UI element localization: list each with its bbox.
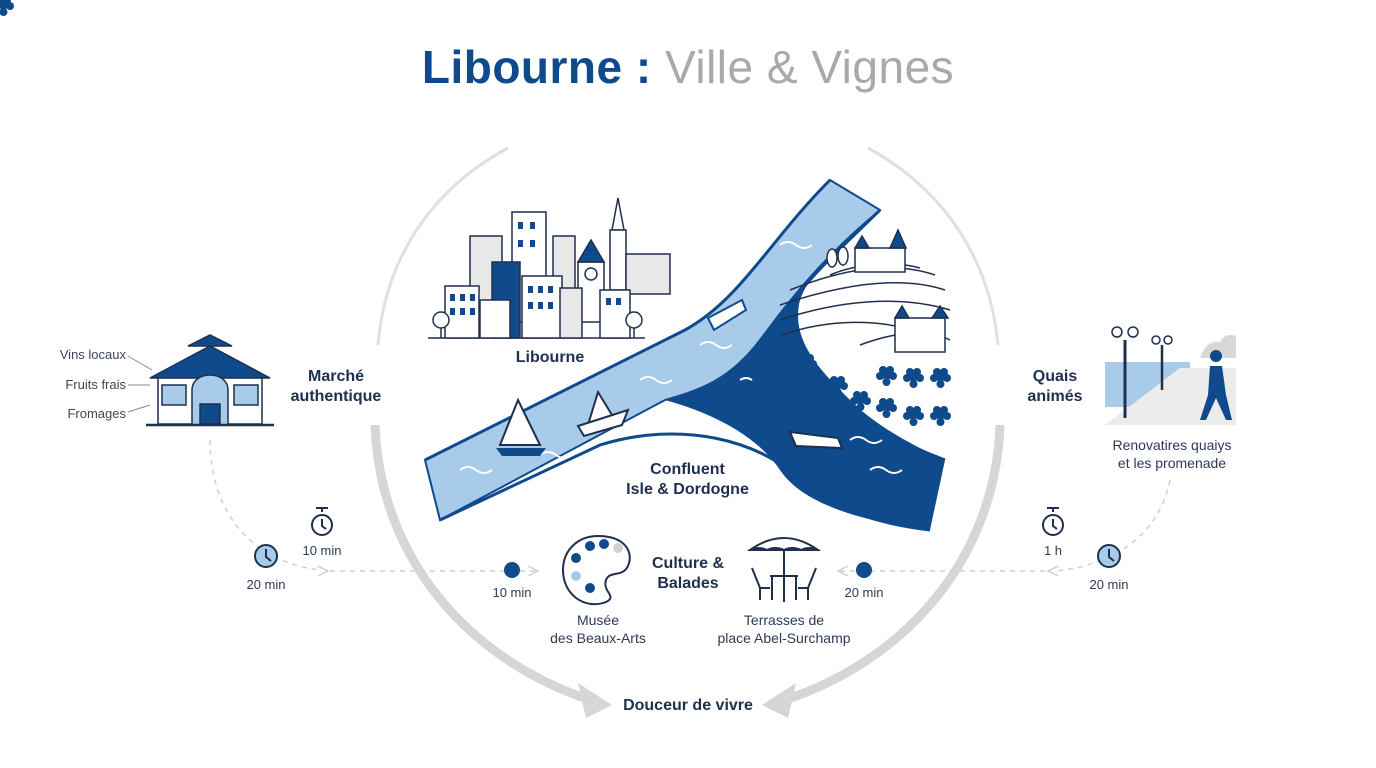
quays-title: Quais animés [1005,367,1105,407]
market-item-pointers [127,355,153,413]
city-label: Libourne [515,349,585,366]
title-sub: Ville & Vignes [665,41,955,93]
center-right-dot [856,562,872,578]
time-left-clock: 20 min [246,577,286,592]
right-arrowhead [762,683,796,718]
time-right-timer: 1 h [1043,543,1063,558]
bottom-bank [439,432,931,532]
sailboat-icon [498,397,542,446]
arrow-to-center-left [527,565,540,577]
palette-icon [561,534,631,606]
right-arc-arrow [783,424,1005,705]
terraces-line-1: Terrasses de [743,612,825,628]
quays-title-line-1: Quais [1032,368,1078,385]
vineyard-bank [773,208,946,462]
cargo-boat-icon [706,298,748,332]
top-left-arc [376,146,509,346]
quays-dashed-path [1054,479,1171,572]
arrow-left-timeline [317,565,330,577]
timer-icon-right [1042,507,1064,536]
barge-icon [788,430,844,450]
confluence-label: Confluent Isle & Dordogne [600,460,775,500]
market-hall-icon [146,334,274,427]
culture-title-line-1: Culture & [652,555,724,572]
dashed-paths [209,439,1171,572]
quays-title-line-2: animés [1027,388,1083,405]
quays-caption: Renovatires quaiys et les promenade [1092,436,1252,472]
museum-line-1: Musée [576,612,620,628]
quays-icon [1105,326,1236,425]
title-separator: : [622,41,665,93]
river-waves [459,241,903,474]
culture-title: Culture & Balades [638,554,738,594]
clock-icon-left [254,544,278,568]
left-bank [424,178,832,462]
market-title: Marché authentique [276,367,396,407]
culture-title-line-2: Balades [657,575,719,592]
timer-icon-left [311,507,333,536]
quays-caption-line-1: Renovatires quaiys [1112,437,1232,453]
cycle-arcs [370,146,1005,705]
time-right-clock: 20 min [1089,577,1129,592]
confluence-line-2: Isle & Dordogne [626,481,749,498]
center-left-dot [504,562,520,578]
confluence-line-1: Confluent [650,461,725,478]
market-dashed-path [209,439,321,571]
market-item-wines: Vins locaux [59,347,126,362]
quays-caption-line-2: et les promenade [1117,455,1227,471]
boat-icons [496,298,844,456]
grape-icons [0,0,951,426]
time-center-right: 20 min [844,585,884,600]
market-title-line-2: authentique [290,388,382,405]
footer-label: Douceur de vivre [623,697,753,714]
market-item-cheeses: Fromages [67,406,126,421]
top-right-arc [867,146,1000,346]
terraces-label: Terrasses de place Abel-Surchamp [698,611,870,647]
clock-icon-right [1097,544,1121,568]
arrow-right-timeline [1046,565,1059,577]
vineyard-icon [779,228,951,353]
title-main: Libourne [421,41,623,93]
terraces-line-2: place Abel-Surchamp [717,630,851,646]
left-arrowhead [578,683,612,718]
left-arc-arrow [370,424,592,705]
page-title: Libourne : Ville & Vignes [0,40,1376,94]
time-left-timer: 10 min [302,543,342,558]
museum-line-2: des Beaux-Arts [550,630,646,646]
arrow-to-center-right [836,565,849,577]
city-skyline-icon [428,197,671,339]
time-center-left: 10 min [492,585,532,600]
museum-label: Musée des Beaux-Arts [528,611,668,647]
market-item-fruits: Fruits frais [65,377,126,392]
terrace-icon [746,537,822,602]
market-title-line-1: Marché [307,368,365,385]
